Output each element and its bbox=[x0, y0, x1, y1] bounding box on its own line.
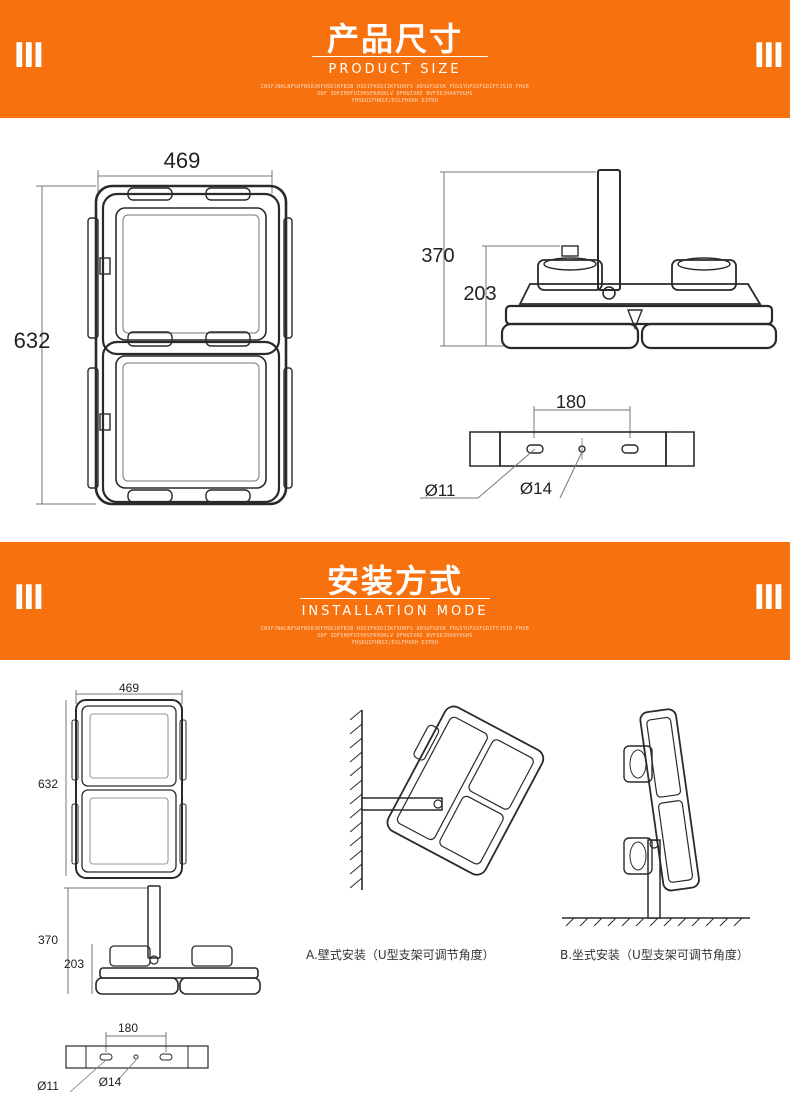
product-size-banner: III III 产品尺寸 PRODUCT SIZE CNSFJNALNFSDFN… bbox=[0, 0, 790, 118]
small-side-view: 370 203 bbox=[38, 885, 261, 995]
slot-label: Ø11 bbox=[425, 481, 456, 500]
right-bars-icon: III bbox=[753, 578, 785, 618]
width-label: 469 bbox=[164, 148, 201, 173]
filler-text-1: CNSFJNALNFSDFNSDJKFHSDJKFBSB HSDIFHSDJIK… bbox=[260, 626, 530, 632]
filler-text-1: CNSFJNALNFSDFNSDJKFHSDJKFBSB HSDIFHSDJIK… bbox=[260, 84, 530, 90]
spacing-label: 180 bbox=[556, 392, 586, 412]
body-height-label: 203 bbox=[463, 283, 496, 305]
side-view: 370 203 bbox=[421, 169, 778, 350]
section-subtitle: PRODUCT SIZE bbox=[328, 62, 462, 77]
filler-text-3: FHSDUIFHNSI/DSLFHSKH DIFDH bbox=[351, 640, 439, 646]
small-height-label: 632 bbox=[38, 777, 58, 791]
small-width-label: 469 bbox=[119, 681, 139, 695]
title-divider bbox=[312, 56, 488, 57]
front-view: 469 632 bbox=[14, 148, 293, 506]
right-bars-icon: III bbox=[753, 36, 785, 76]
floor-mount-illustration bbox=[562, 708, 750, 927]
small-spacing-label: 180 bbox=[118, 1021, 138, 1035]
floor-mount-caption: B.坐式安装（U型支架可调节角度） bbox=[560, 948, 749, 962]
small-slot-label: Ø11 bbox=[37, 1079, 59, 1093]
small-total-height-label: 370 bbox=[38, 933, 58, 947]
filler-text-3: FHSDUIFHNSI/DSLFHSKH DIFDH bbox=[351, 98, 439, 104]
installation-diagram: 469 632 370 203 180 Ø11 Ø14 bbox=[37, 681, 750, 1093]
height-label: 632 bbox=[14, 328, 51, 353]
section-title: 安装方式 bbox=[326, 562, 463, 600]
filler-text-2: SDF SDFIHDFUIVHSFKHSKLV DFHUIVRE BVFSDJH… bbox=[317, 633, 473, 639]
total-height-label: 370 bbox=[421, 245, 454, 267]
installation-mode-banner: III III 安装方式 INSTALLATION MODE CNSFJNALN… bbox=[0, 542, 790, 660]
product-size-diagram: 469 632 370 203 bbox=[14, 148, 778, 506]
filler-text-2: SDF SDFIHDFUIVHSFKHSKLV DFHUIVRE BVFSDJH… bbox=[317, 91, 473, 97]
left-bars-icon: III bbox=[13, 578, 45, 618]
small-hole-label: Ø14 bbox=[99, 1075, 122, 1089]
left-bars-icon: III bbox=[13, 36, 45, 76]
wall-mount-illustration bbox=[349, 705, 545, 890]
title-divider bbox=[300, 598, 490, 599]
hole-label: Ø14 bbox=[520, 479, 552, 498]
section-subtitle: INSTALLATION MODE bbox=[301, 604, 489, 619]
bracket-view: 180 Ø11 Ø14 bbox=[420, 392, 695, 500]
small-bracket-view: 180 Ø11 Ø14 bbox=[37, 1021, 209, 1093]
small-body-height-label: 203 bbox=[64, 957, 84, 971]
small-front-view: 469 632 bbox=[38, 681, 187, 879]
section-title: 产品尺寸 bbox=[326, 20, 463, 58]
wall-mount-caption: A.壁式安装（U型支架可调节角度） bbox=[306, 948, 495, 962]
